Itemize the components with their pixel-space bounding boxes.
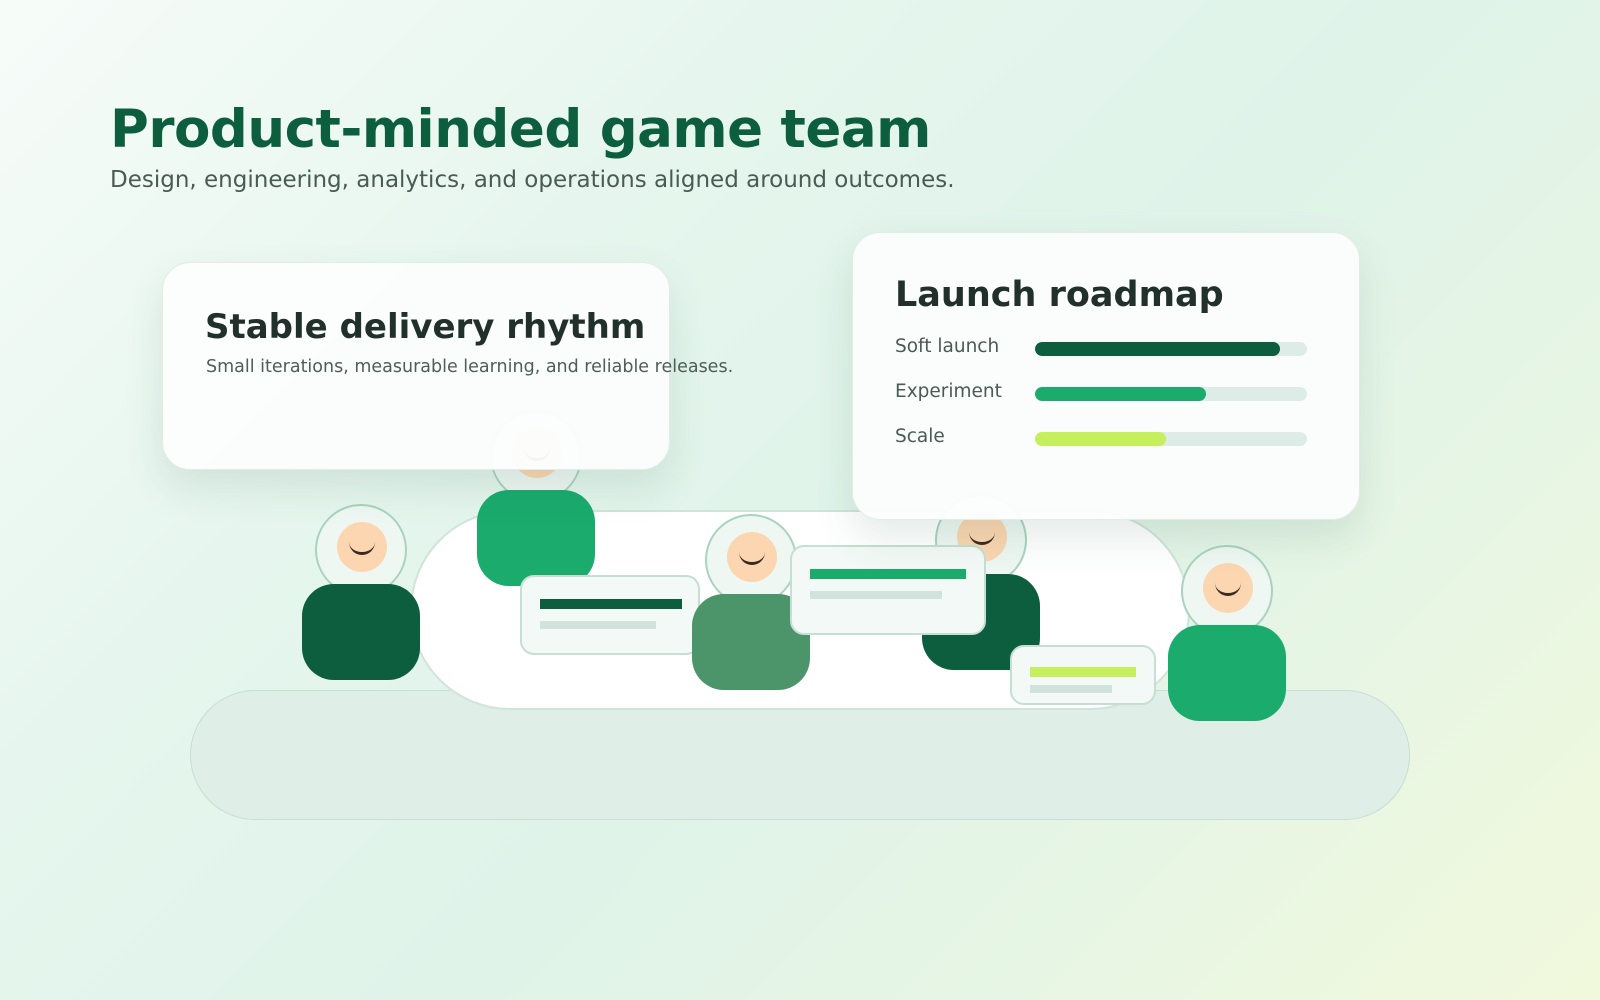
roadmap-progress-fill: [1035, 387, 1207, 401]
roadmap-label: Soft launch: [895, 336, 1000, 357]
face-icon: [1203, 563, 1253, 613]
team-member-operations: [1168, 545, 1286, 725]
roadmap-progress-track: [1035, 387, 1307, 401]
team-member-body: [477, 490, 595, 586]
roadmap-card: Launch roadmap Soft launch Experiment Sc…: [852, 232, 1360, 520]
team-member-body: [1168, 625, 1286, 721]
roadmap-progress-fill: [1035, 432, 1166, 446]
delivery-card-description: Small iterations, measurable learning, a…: [206, 357, 734, 377]
avatar: [315, 504, 407, 596]
task-card: [520, 575, 700, 655]
delivery-card: Stable delivery rhythm Small iterations,…: [162, 262, 733, 470]
roadmap-row-scale: Scale: [895, 426, 1315, 450]
roadmap-progress-track: [1035, 432, 1307, 446]
avatar: [1181, 545, 1273, 637]
roadmap-progress-fill: [1035, 342, 1280, 356]
delivery-card-title: Stable delivery rhythm: [205, 307, 646, 347]
avatar: [705, 514, 797, 606]
roadmap-progress-track: [1035, 342, 1307, 356]
page-title: Product-minded game team: [110, 99, 931, 160]
header: Product-minded game team Design, enginee…: [110, 98, 955, 196]
roadmap-label: Scale: [895, 426, 945, 447]
team-member-body: [302, 584, 420, 680]
task-card: [1010, 645, 1156, 705]
page-subtitle: Design, engineering, analytics, and oper…: [110, 167, 955, 193]
roadmap-label: Experiment: [895, 381, 1002, 402]
roadmap-row-soft-launch: Soft launch: [895, 336, 1315, 360]
face-icon: [727, 532, 777, 582]
roadmap-card-title: Launch roadmap: [895, 275, 1224, 315]
roadmap-row-experiment: Experiment: [895, 381, 1315, 405]
task-card: [790, 545, 986, 635]
face-icon: [337, 522, 387, 572]
team-member-engineer: [302, 504, 420, 684]
